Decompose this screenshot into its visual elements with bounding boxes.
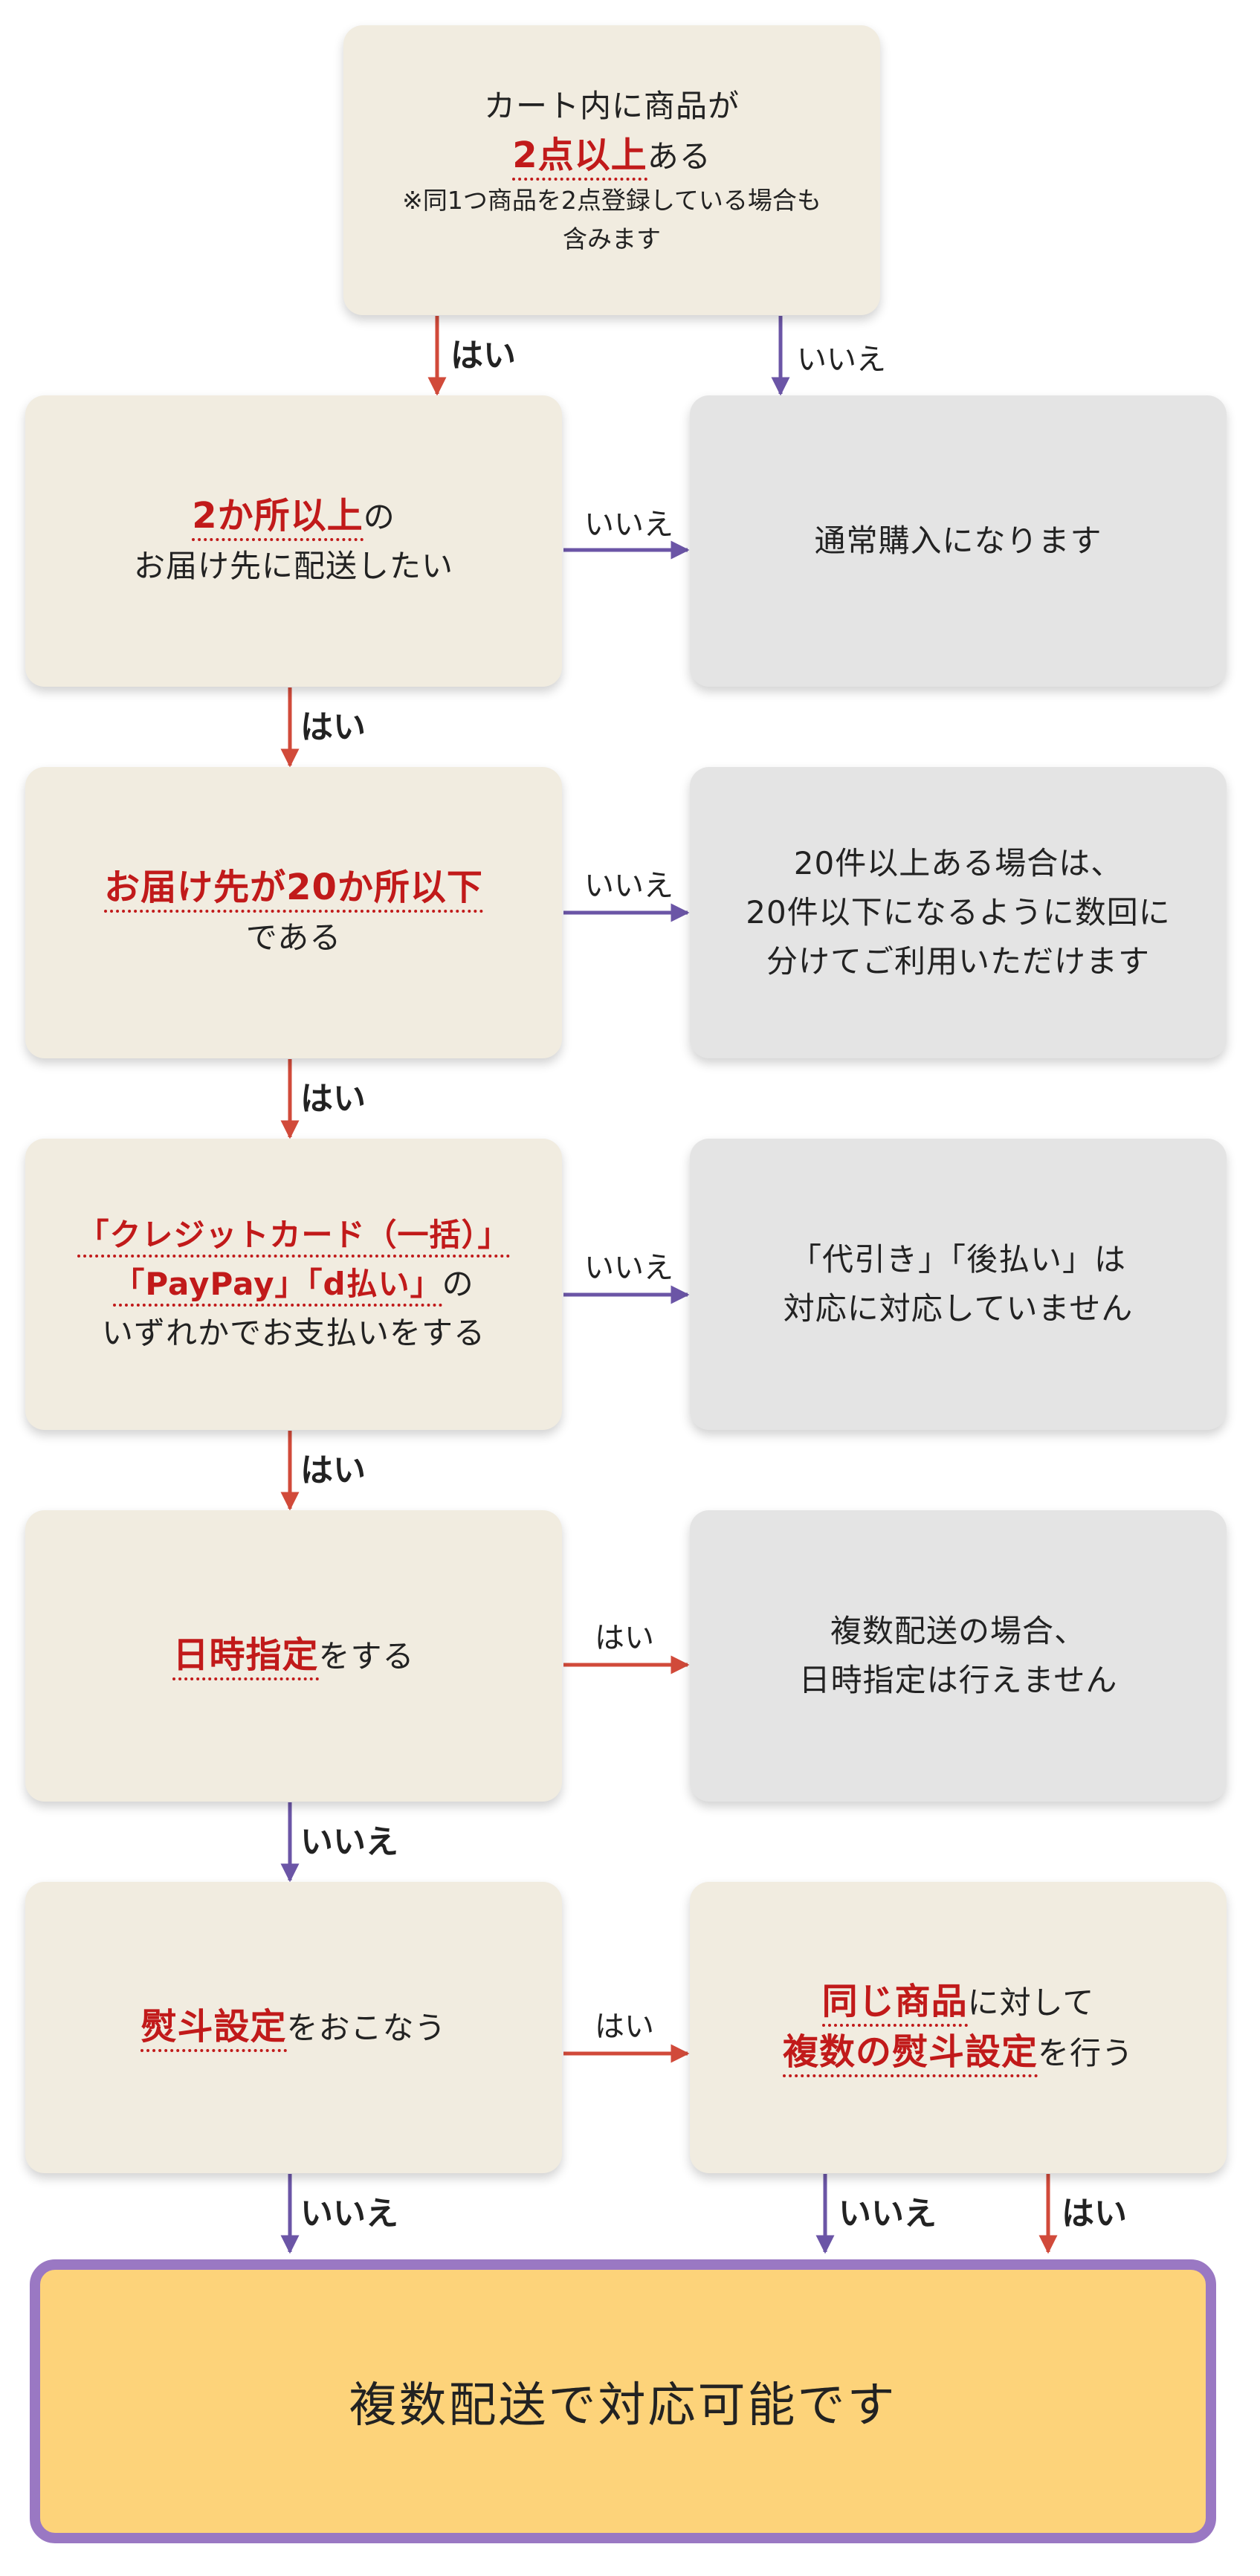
q4-line1: 「クレジットカード（一括）」 (77, 1211, 510, 1260)
label-q4-no: いいえ (584, 1251, 673, 1285)
q1-line1: カート内に商品が (483, 88, 740, 124)
label-q5-yes: はい (595, 1621, 654, 1655)
q3-line2: である (245, 919, 342, 956)
label-q2-yes: はい (300, 708, 366, 746)
question-box-7: 同じ商品に対して 複数の熨斗設定を行う (690, 1882, 1227, 2173)
q1-note2: 含みます (563, 224, 661, 253)
q5-post: をする (318, 1638, 415, 1674)
q6-highlight: 熨斗設定 (140, 2006, 287, 2052)
q4-highlight1: 「クレジットカード（一括）」 (77, 1217, 510, 1258)
q2-line1: 2か所以上の (192, 491, 395, 542)
answer-box-4: 「代引き」「後払い」は 対応に対応していません (690, 1139, 1227, 1430)
q4-post2: の (442, 1266, 474, 1302)
a6-post1: に対して (967, 1984, 1095, 2021)
answer-box-2: 通常購入になります (690, 395, 1227, 687)
label-q2-no: いいえ (584, 508, 673, 542)
q6-post: をおこなう (286, 2010, 447, 2046)
label-q1-no: いいえ (797, 343, 886, 377)
q1-post: ある (647, 138, 711, 175)
a6-highlight2: 複数の熨斗設定 (782, 2031, 1038, 2077)
a6-line1: 同じ商品に対して (821, 1977, 1095, 2028)
answer-box-5: 複数配送の場合、 日時指定は行えません (690, 1510, 1227, 1802)
a3-line1: 20件以上ある場合は、 (793, 845, 1123, 881)
q2-highlight: 2か所以上 (192, 495, 364, 541)
q3-line1: お届け先が20か所以下 (104, 863, 483, 913)
a3-line2: 20件以下になるように数回に (746, 894, 1171, 931)
final-result-box: 複数配送で対応可能です (30, 2259, 1216, 2543)
a3-line3: 分けてご利用いただけます (766, 943, 1150, 980)
label-q4-yes: はい (300, 1452, 366, 1489)
q2-line2: お届け先に配送したい (133, 548, 453, 584)
a4-line2: 対応に対応していません (783, 1290, 1134, 1327)
q5-highlight: 日時指定 (172, 1634, 319, 1680)
label-a6-no: いいえ (839, 2195, 937, 2233)
a5-line2: 日時指定は行えません (798, 1662, 1118, 1698)
q1-line2: 2点以上ある (512, 131, 711, 181)
q2-post: の (363, 499, 395, 535)
label-q3-yes: はい (300, 1080, 366, 1118)
a6-line2: 複数の熨斗設定を行う (782, 2028, 1134, 2078)
a6-post2: を行う (1038, 2035, 1134, 2071)
label-q3-no: いいえ (584, 869, 673, 903)
label-q5-no: いいえ (300, 1823, 398, 1861)
question-box-1: カート内に商品が 2点以上ある ※同1つ商品を2点登録している場合も 含みます (343, 25, 880, 315)
a2-text: 通常購入になります (814, 522, 1102, 559)
q1-note1: ※同1つ商品を2点登録している場合も (402, 186, 821, 215)
q3-highlight: お届け先が20か所以下 (104, 867, 483, 913)
question-box-4: 「クレジットカード（一括）」 「PayPay」「d払い」の いずれかでお支払いを… (25, 1139, 562, 1430)
q4-line2: 「PayPay」「d払い」の (113, 1260, 474, 1309)
question-box-5: 日時指定をする (25, 1510, 562, 1802)
label-q1-yes: はい (450, 337, 516, 375)
answer-box-3: 20件以上ある場合は、 20件以下になるように数回に 分けてご利用いただけます (690, 767, 1227, 1058)
q4-line3: いずれかでお支払いをする (101, 1315, 485, 1351)
final-result-text: 複数配送で対応可能です (349, 2378, 897, 2433)
label-a6-yes: はい (1062, 2195, 1127, 2233)
question-box-2: 2か所以上の お届け先に配送したい (25, 395, 562, 687)
label-q6-yes: はい (595, 2010, 654, 2044)
a4-line1: 「代引き」「後払い」は (789, 1241, 1126, 1278)
a6-highlight1: 同じ商品 (821, 1981, 968, 2027)
q5-line1: 日時指定をする (172, 1631, 414, 1681)
q6-line1: 熨斗設定をおこなう (140, 2002, 446, 2053)
label-q6-no: いいえ (300, 2195, 398, 2233)
question-box-6: 熨斗設定をおこなう (25, 1882, 562, 2173)
question-box-3: お届け先が20か所以下 である (25, 767, 562, 1058)
a5-line1: 複数配送の場合、 (830, 1613, 1086, 1649)
q1-highlight: 2点以上 (512, 135, 647, 181)
q4-highlight2: 「PayPay」「d払い」 (113, 1266, 442, 1307)
